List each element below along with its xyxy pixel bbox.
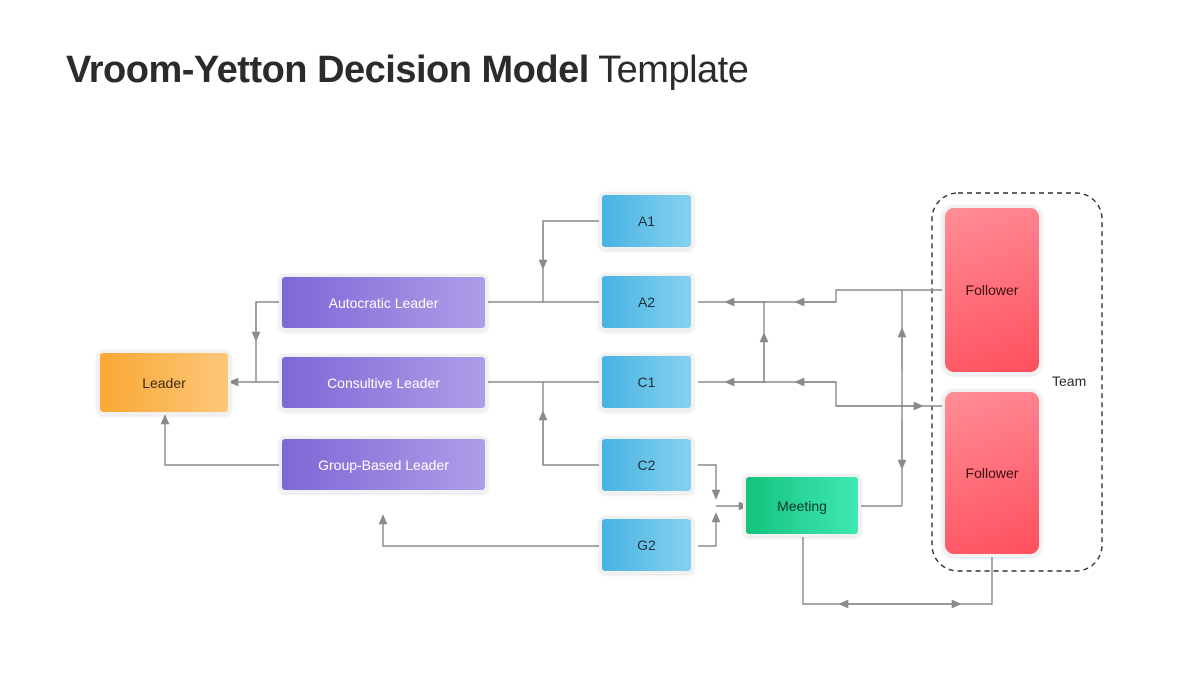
connector-follower-to-c1: [698, 381, 944, 407]
connector-g2-to-group: [378, 514, 601, 547]
connector-a1-branch: [542, 220, 601, 302]
connector-group-to-leader: [160, 414, 281, 466]
connector-follower-to-a2: [698, 289, 944, 303]
title-light: Template: [598, 49, 749, 91]
title-bold: Vroom-Yetton Decision Model: [66, 49, 589, 91]
connector-g2-to-meeting: [698, 512, 721, 547]
group-based-leader-node: Group-Based Leader: [279, 436, 488, 493]
a2-node: A2: [599, 273, 694, 331]
connector-autocratic-to-leader: [255, 301, 281, 382]
c2-node: C2: [599, 436, 694, 494]
autocratic-leader-node: Autocratic Leader: [279, 274, 488, 331]
g2-node: G2: [599, 516, 694, 574]
follower-node-1: Follower: [942, 205, 1042, 375]
consultive-leader-node: Consultive Leader: [279, 354, 488, 411]
c1-node: C1: [599, 353, 694, 411]
team-label: Team: [1052, 373, 1087, 389]
team-boundary: [931, 192, 1103, 572]
connector-c2-branch: [542, 382, 601, 466]
meeting-node: Meeting: [743, 474, 861, 537]
connector-c2-to-meeting: [698, 464, 721, 500]
page-title: Vroom-Yetton Decision Model Template: [66, 48, 749, 92]
a1-node: A1: [599, 192, 694, 250]
follower-node-2: Follower: [942, 389, 1042, 557]
leader-node: Leader: [97, 350, 231, 415]
